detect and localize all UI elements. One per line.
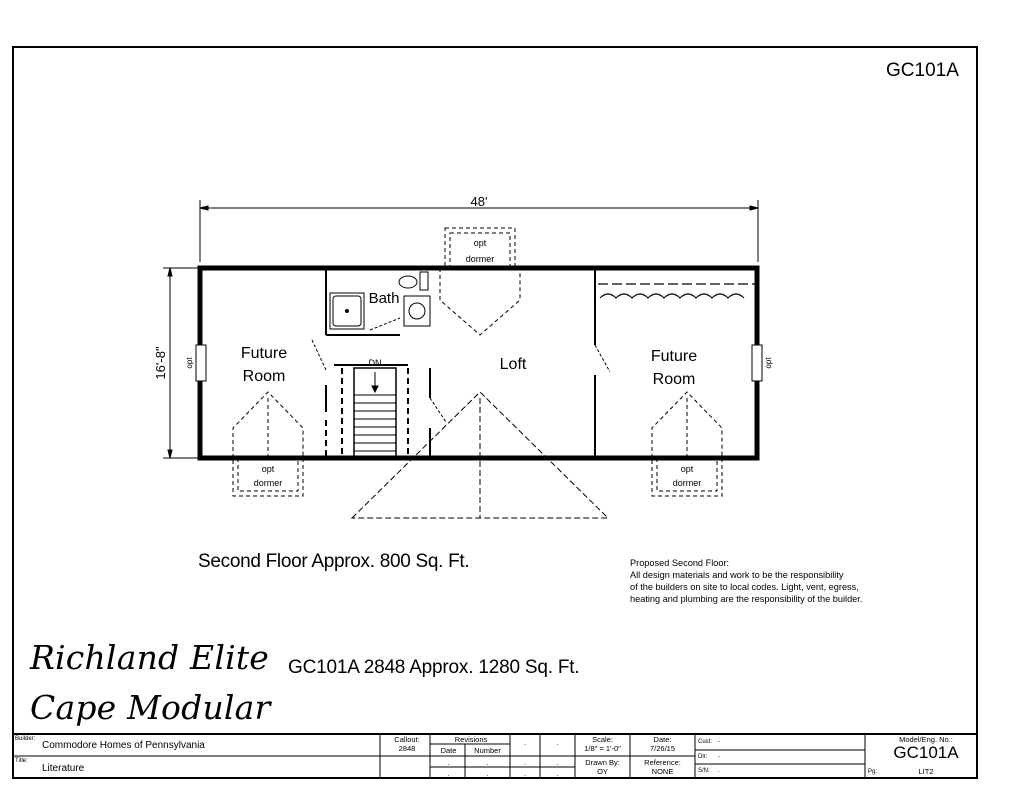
top-dormer-line1: opt (474, 238, 487, 248)
left-window-label: opt (185, 357, 194, 369)
revision-number-label: Number (474, 746, 501, 755)
interior-walls (325, 268, 596, 458)
right-window (751, 344, 763, 382)
cust-label: Cust: (698, 739, 713, 745)
dot: . (447, 758, 450, 767)
dot: . (523, 738, 527, 747)
reference-value: NONE (651, 767, 674, 776)
depth-dimension (163, 267, 198, 459)
cust-value: - (718, 739, 720, 745)
dot: . (523, 769, 527, 778)
model-label: Model/Eng. No.: (899, 735, 953, 744)
bottom-left-dormer (232, 391, 304, 497)
floor-caption: Second Floor Approx. 800 Sq. Ft. (198, 551, 470, 572)
dot: . (556, 738, 559, 747)
top-dormer-line2: dormer (466, 254, 495, 264)
bath-label: Bath (369, 290, 400, 307)
sn-value: . (718, 768, 720, 774)
right-room-line2: Room (653, 371, 696, 388)
callout-value: 2848 (398, 744, 416, 753)
brand-line1: Richland Elite (30, 638, 270, 677)
dot: . (523, 758, 527, 767)
reference-label: Reference: (644, 758, 681, 767)
right-room-line1: Future (651, 348, 697, 365)
revisions-label: Revisions (454, 735, 488, 744)
pg-label: Pg: (868, 769, 878, 775)
note-line: of the builders on site to local codes. … (630, 582, 859, 592)
sheet-code: GC101A (886, 60, 959, 81)
front-gable (350, 391, 610, 519)
notes-block: Proposed Second Floor: All design materi… (630, 557, 862, 605)
sn-label: S/N: (698, 768, 710, 774)
brand-line2: Cape Modular (30, 688, 271, 727)
left-room-line1: Future (241, 345, 287, 362)
bath-fixtures (329, 271, 431, 330)
builder-label: Builder: (15, 736, 36, 742)
dlr-label: Dlr: (698, 754, 708, 760)
revision-date-label: Date (440, 746, 457, 755)
width-label: 48' (471, 194, 488, 209)
note-line: Proposed Second Floor: (630, 558, 730, 568)
dot: . (556, 769, 559, 778)
note-line: All design materials and work to be the … (630, 570, 844, 580)
dot: . (486, 769, 489, 778)
date-label: Date: (653, 735, 672, 744)
dot: . (486, 758, 489, 767)
date-value: 7/26/15 (649, 744, 676, 753)
bottom-right-dormer-line1: opt (681, 464, 694, 474)
bottom-left-dormer-line1: opt (262, 464, 275, 474)
builder-value: Commodore Homes of Pennsylvania (42, 740, 205, 751)
dlr-value: - (718, 754, 720, 760)
bottom-right-dormer (651, 391, 723, 497)
left-window (195, 344, 207, 382)
doors (311, 317, 611, 423)
title-block: Builder: Commodore Homes of Pennsylvania… (12, 734, 978, 779)
drawing-sheet-border (12, 46, 978, 779)
width-dimension (199, 200, 759, 262)
drawn-by-label: Drawn By: (585, 758, 620, 767)
callout-label: Callout: (394, 735, 420, 744)
depth-label: 16'-8" (153, 346, 168, 380)
pg-value: LIT2 (918, 767, 934, 776)
dot: . (447, 769, 450, 778)
note-line: heating and plumbing are the responsibil… (630, 594, 863, 604)
right-closet (598, 283, 755, 299)
model-value: GC101A (893, 743, 959, 762)
scale-value: 1/8" = 1'-0" (584, 744, 621, 753)
dot: . (556, 758, 559, 767)
left-room-line2: Room (243, 368, 286, 385)
stair-down-label: DN (369, 358, 382, 368)
loft-label: Loft (500, 356, 527, 373)
top-dormer (439, 227, 521, 336)
scale-label: Scale: (592, 735, 613, 744)
bottom-right-dormer-line2: dormer (673, 478, 702, 488)
bottom-left-dormer-line2: dormer (254, 478, 283, 488)
title-label: Title: (15, 758, 28, 764)
drawn-by-value: OY (597, 767, 608, 776)
right-window-label: opt (764, 357, 773, 369)
model-summary: GC101A 2848 Approx. 1280 Sq. Ft. (288, 657, 580, 678)
stairwell (334, 364, 409, 459)
title-value: Literature (42, 763, 85, 774)
